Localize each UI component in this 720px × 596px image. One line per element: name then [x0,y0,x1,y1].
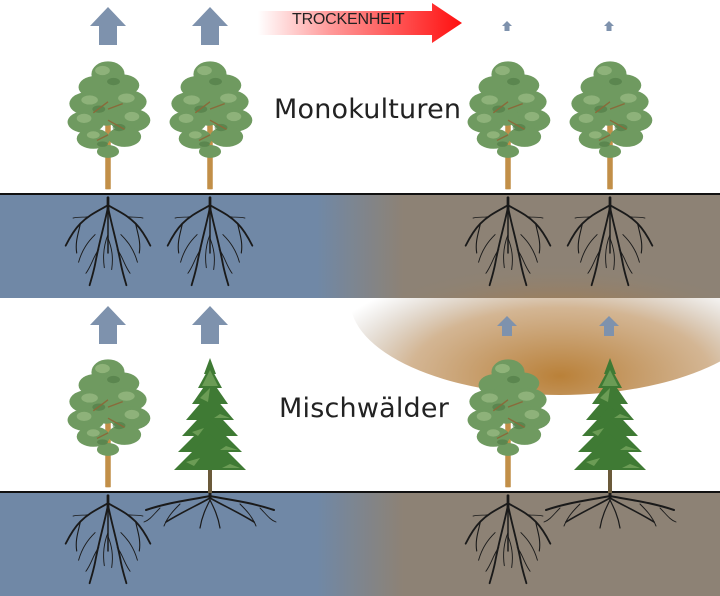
large-growth-arrow [90,7,126,45]
pine-tree [466,60,552,190]
pine-tree [168,60,254,190]
drought-arrow [258,3,462,43]
small-growth-arrow [497,316,517,336]
small-growth-arrow [599,316,619,336]
panel-label-mischwaelder: Mischwälder [279,393,450,424]
tiny-growth-arrow [502,21,512,31]
pine-tree [66,60,152,190]
pine-tree [568,60,654,190]
large-growth-arrow [192,306,228,344]
spruce-tree [174,358,246,493]
panel-monokulturen [64,7,654,287]
large-growth-arrow [192,7,228,45]
large-growth-arrow [90,306,126,344]
drought-label: TROCKENHEIT [292,11,405,28]
pine-tree [66,358,152,488]
tiny-growth-arrow [604,21,614,31]
panel-mischwaelder [64,306,678,585]
panel-label-monokulturen: Monokulturen [274,94,462,125]
